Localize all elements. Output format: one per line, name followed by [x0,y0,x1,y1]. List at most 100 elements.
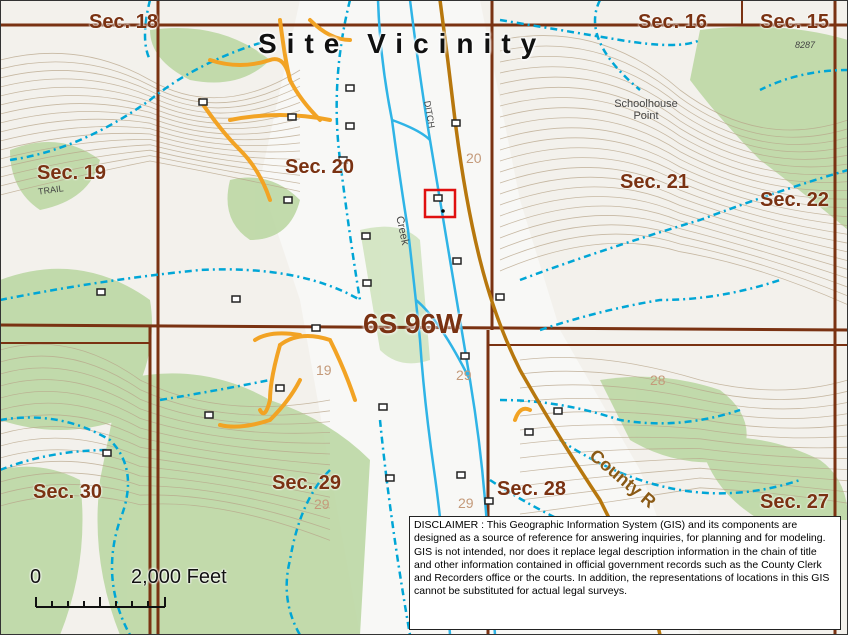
building-marker [456,471,466,479]
contour-line [499,97,848,175]
section-label-19: Sec. 19 [37,162,106,184]
label-20: 20 [466,150,482,166]
contour-line [499,167,848,235]
contour-line [519,436,848,449]
label-29-west: 29 [314,496,330,512]
contour-line [0,367,331,425]
building-marker [231,295,241,303]
peak-elevation-label: 8287 [795,40,816,50]
contour-line [0,426,331,476]
building-markers [96,84,563,505]
contour-line [519,357,848,391]
building-marker [345,84,355,92]
building-marker [345,122,355,130]
main-creek [376,0,497,635]
contour-line [499,186,848,253]
building-marker [102,449,112,457]
contour-line [499,242,848,306]
building-marker [452,257,462,265]
contour-line [0,155,301,187]
contour-line [0,95,301,124]
section-label-30: Sec. 30 [33,481,102,503]
schoolhouse-point-label: Schoolhouse Point [614,98,678,122]
section-label-20: Sec. 20 [285,156,354,178]
disclaimer-box: DISCLAIMER : This Geographic Information… [409,516,841,630]
contour-line [0,160,301,196]
township-label: 6S 96W [363,308,463,339]
contour-line [499,233,848,297]
contour-line [519,411,848,429]
contour-lines [0,35,848,541]
contour-line [499,224,848,288]
building-marker [283,196,293,204]
contour-line [499,205,848,270]
contour-line [499,56,848,145]
contour-line [499,176,848,244]
contour-line [0,355,331,416]
scale-bar-graphic [35,597,166,608]
contour-line [519,457,848,473]
building-marker [287,113,297,121]
contour-line [0,132,301,153]
contour-line [499,196,848,262]
building-marker [433,194,443,202]
building-marker [451,119,461,127]
contour-line [499,127,848,200]
label-29-upper: 29 [456,367,472,383]
section-label-21: Sec. 21 [620,171,689,193]
building-marker [96,288,106,296]
building-marker [495,293,505,301]
contour-line [0,449,331,498]
contour-line [0,118,301,141]
contour-line [519,384,848,410]
site-marker[interactable] [423,188,457,219]
contour-line [0,414,331,466]
contour-line [499,35,848,131]
section-label-16: Sec. 16 [638,11,707,33]
contour-line [0,138,301,160]
contour-line [0,78,301,114]
contour-line [519,397,848,419]
building-marker [338,156,348,164]
building-marker [484,497,494,505]
building-marker [204,411,214,419]
contour-line [0,402,331,455]
building-marker [311,324,321,332]
section-label-29: Sec. 29 [272,472,341,494]
contour-line [519,487,848,515]
contour-line [499,137,848,209]
local-roads [198,18,532,429]
contour-line [0,472,331,520]
contour-line [0,126,301,146]
contour-line [0,70,301,109]
contour-line [519,424,848,439]
label-19: 19 [316,362,332,378]
building-marker [362,279,372,287]
valley-floor [260,0,700,635]
section-label-27: Sec. 27 [760,491,829,513]
label-28: 28 [650,372,666,388]
building-marker [524,428,534,436]
section-label-28: Sec. 28 [497,478,566,500]
map-title: Site Vicinity [258,28,547,59]
section-label-22: Sec. 22 [760,189,829,211]
vegetation-areas [0,26,848,635]
contour-line [0,391,331,444]
contour-line [0,103,301,130]
label-29-lower: 29 [458,495,474,511]
contour-line [0,61,301,104]
contour-line [499,157,848,226]
contour-line [0,52,301,99]
contour-line [499,86,848,168]
contour-line [519,370,848,400]
scale-zero-label: 0 [30,566,42,588]
contour-line [499,117,848,192]
contour-line [0,437,331,487]
contour-line [0,460,331,509]
contour-line [0,149,301,178]
contour-line [0,111,301,135]
building-marker [378,403,388,411]
contour-line [519,467,848,487]
